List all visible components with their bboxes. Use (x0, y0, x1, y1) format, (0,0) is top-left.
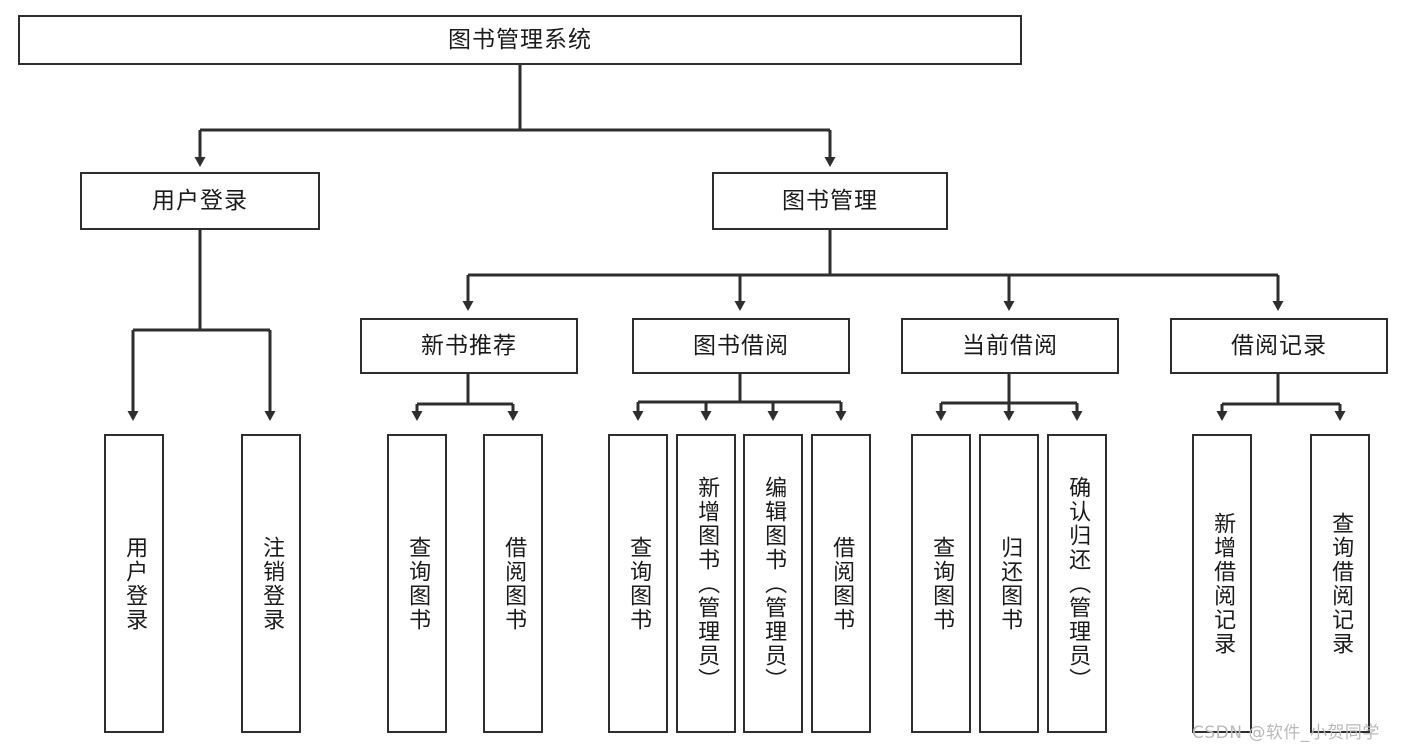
leaf-current-borrow-confirm[interactable]: 确认归还（管理员） (1047, 434, 1107, 733)
leaf-new-book-borrow[interactable]: 借阅图书 (483, 434, 543, 733)
node-current-borrow[interactable]: 当前借阅 (901, 318, 1119, 374)
leaf-current-borrow-return[interactable]: 归还图书 (979, 434, 1039, 733)
leaf-book-borrow-borrow-label: 借阅图书 (829, 535, 855, 632)
leaf-borrow-record-add[interactable]: 新增借阅记录 (1192, 434, 1252, 733)
node-book-borrow[interactable]: 图书借阅 (632, 318, 850, 374)
node-root-label: 图书管理系统 (448, 26, 592, 53)
leaf-book-borrow-add-label: 新增图书（管理员） (694, 475, 720, 692)
leaf-user-login-login-label: 用户登录 (122, 535, 148, 632)
leaf-new-book-query[interactable]: 查询图书 (387, 434, 447, 733)
leaf-book-borrow-edit-label: 编辑图书（管理员） (761, 475, 787, 692)
leaf-book-borrow-query-label: 查询图书 (626, 535, 652, 632)
leaf-new-book-borrow-label: 借阅图书 (501, 535, 527, 632)
leaf-current-borrow-query[interactable]: 查询图书 (911, 434, 971, 733)
leaf-user-login-logout-label: 注销登录 (259, 535, 285, 632)
node-user-login-label: 用户登录 (152, 187, 248, 214)
node-borrow-record[interactable]: 借阅记录 (1170, 318, 1388, 374)
leaf-current-borrow-confirm-label: 确认归还（管理员） (1065, 475, 1091, 692)
leaf-book-borrow-borrow[interactable]: 借阅图书 (811, 434, 871, 733)
leaf-new-book-query-label: 查询图书 (405, 535, 431, 632)
leaf-current-borrow-return-label: 归还图书 (997, 535, 1023, 632)
node-book-management-label: 图书管理 (782, 187, 878, 214)
node-new-book-recommend-label: 新书推荐 (421, 332, 517, 359)
leaf-current-borrow-query-label: 查询图书 (929, 535, 955, 632)
leaf-borrow-record-query[interactable]: 查询借阅记录 (1310, 434, 1370, 733)
csdn-watermark: CSDN @软件_小贺同学 (1192, 723, 1380, 743)
node-borrow-record-label: 借阅记录 (1231, 332, 1327, 359)
leaf-book-borrow-add[interactable]: 新增图书（管理员） (676, 434, 736, 733)
leaf-user-login-logout[interactable]: 注销登录 (241, 434, 301, 733)
leaf-borrow-record-query-label: 查询借阅记录 (1328, 511, 1354, 656)
node-root[interactable]: 图书管理系统 (18, 15, 1022, 65)
node-book-management[interactable]: 图书管理 (712, 172, 948, 230)
node-book-borrow-label: 图书借阅 (693, 332, 789, 359)
leaf-borrow-record-add-label: 新增借阅记录 (1210, 511, 1236, 656)
leaf-book-borrow-edit[interactable]: 编辑图书（管理员） (743, 434, 803, 733)
node-user-login[interactable]: 用户登录 (80, 172, 320, 230)
leaf-user-login-login[interactable]: 用户登录 (104, 434, 164, 733)
node-new-book-recommend[interactable]: 新书推荐 (360, 318, 578, 374)
node-current-borrow-label: 当前借阅 (962, 332, 1058, 359)
leaf-book-borrow-query[interactable]: 查询图书 (608, 434, 668, 733)
